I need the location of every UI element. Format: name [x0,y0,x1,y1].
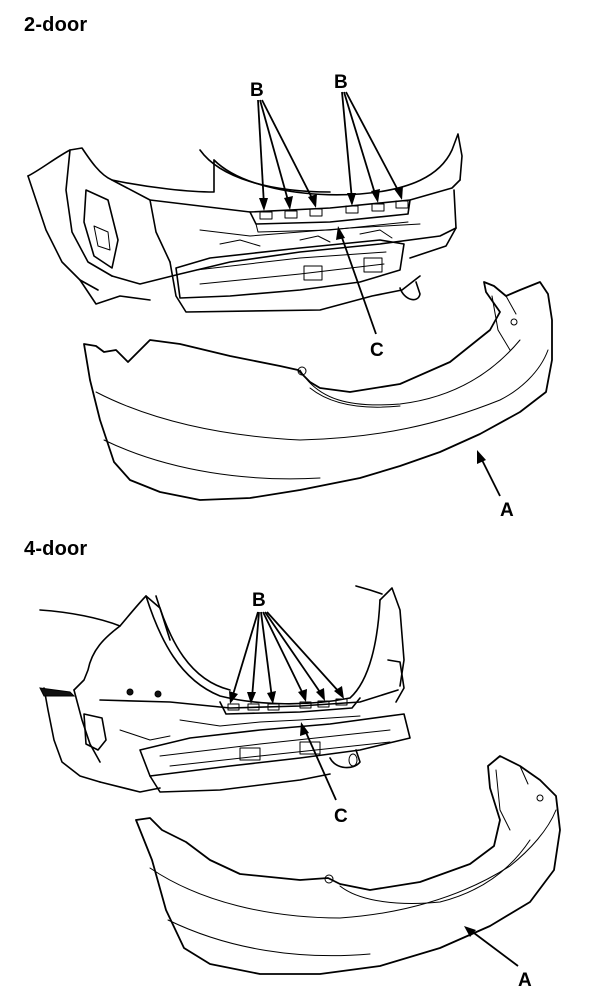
callout-lines-4door [229,611,519,967]
callout-a-4door: A [518,970,532,991]
vehicle-body-4door [39,585,411,793]
vehicle-body-2door [27,133,463,313]
callout-a-2door: A [500,500,514,521]
panel-title-2door: 2-door [24,14,88,36]
diagram-4door: B C A [39,585,561,991]
panel-2door: 2-door [24,14,553,521]
panel-4door: 4-door [0,530,608,1008]
callout-b-4door: B [252,590,266,611]
callout-c-2door: C [370,340,384,361]
callout-b-left-2door: B [250,80,264,101]
callout-lines-2door [257,91,501,497]
callout-c-4door: C [334,806,348,827]
diagram-2door: B B C A [27,72,553,521]
bumper-cover-2door [83,281,553,501]
callout-b-right-2door: B [334,72,348,93]
panel-title-4door: 4-door [24,538,88,560]
bumper-cover-4door [135,755,561,975]
